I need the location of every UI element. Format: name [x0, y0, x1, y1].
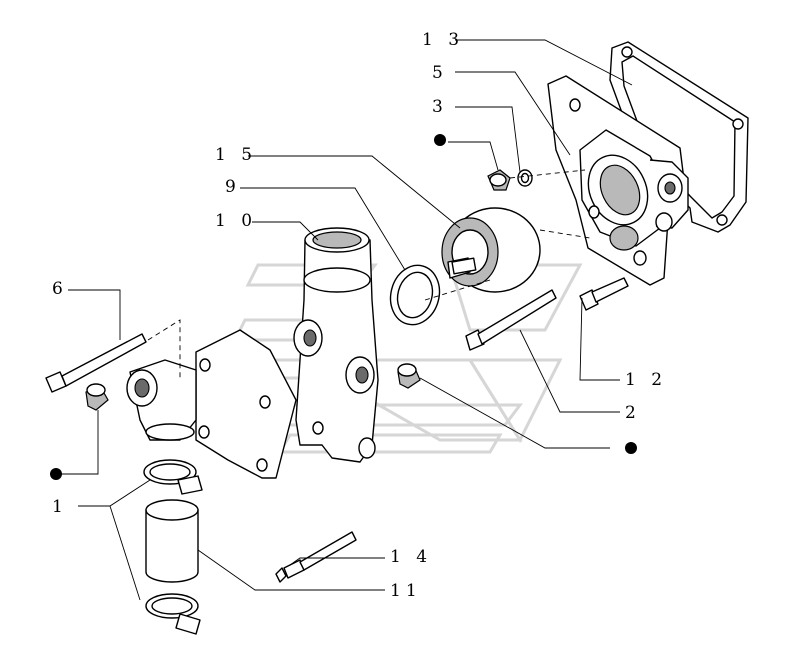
- callout-12: 1 2: [625, 370, 667, 390]
- callout-labels: 1 3 5 3 1 5 9 1 0 6 1 1 2 2 1 4 11: [52, 30, 667, 601]
- callout-10: 1 0: [215, 211, 257, 231]
- seal-ring-part-9: [389, 264, 441, 326]
- callout-3: 3: [432, 97, 448, 117]
- callout-9: 9: [225, 177, 241, 197]
- clamp-lower-part-1: [145, 593, 201, 635]
- marker-dot: [50, 468, 62, 480]
- thermostat-part-15: [441, 207, 541, 293]
- marker-dot: [625, 442, 637, 454]
- marker-dot: [434, 134, 446, 146]
- bolt-part-6: [45, 333, 147, 393]
- marker-dots: [50, 134, 637, 480]
- bolt-part-2: [465, 289, 557, 351]
- housing-part-5: [547, 75, 689, 286]
- callout-15: 1 5: [215, 145, 257, 165]
- alignment-lines: [147, 169, 591, 380]
- callout-2: 2: [625, 403, 641, 423]
- plug-right: [397, 363, 421, 389]
- callout-13: 1 3: [422, 30, 464, 50]
- plug-left: [85, 383, 109, 411]
- leader-lines: [58, 39, 633, 601]
- plug-and-washer-part-3: [487, 169, 533, 191]
- clamp-upper-part-1: [143, 459, 203, 495]
- hose-part-11: [145, 499, 199, 583]
- stud-part-14: [275, 531, 357, 583]
- callout-5: 5: [432, 63, 448, 83]
- callout-1: 1: [52, 497, 68, 517]
- callout-11: 11: [390, 581, 422, 601]
- callout-14: 1 4: [390, 547, 432, 567]
- callout-6: 6: [52, 279, 68, 299]
- bolt-part-12: [579, 277, 629, 311]
- flange-housing: [126, 329, 297, 479]
- pipe-body-part-10: [293, 227, 379, 463]
